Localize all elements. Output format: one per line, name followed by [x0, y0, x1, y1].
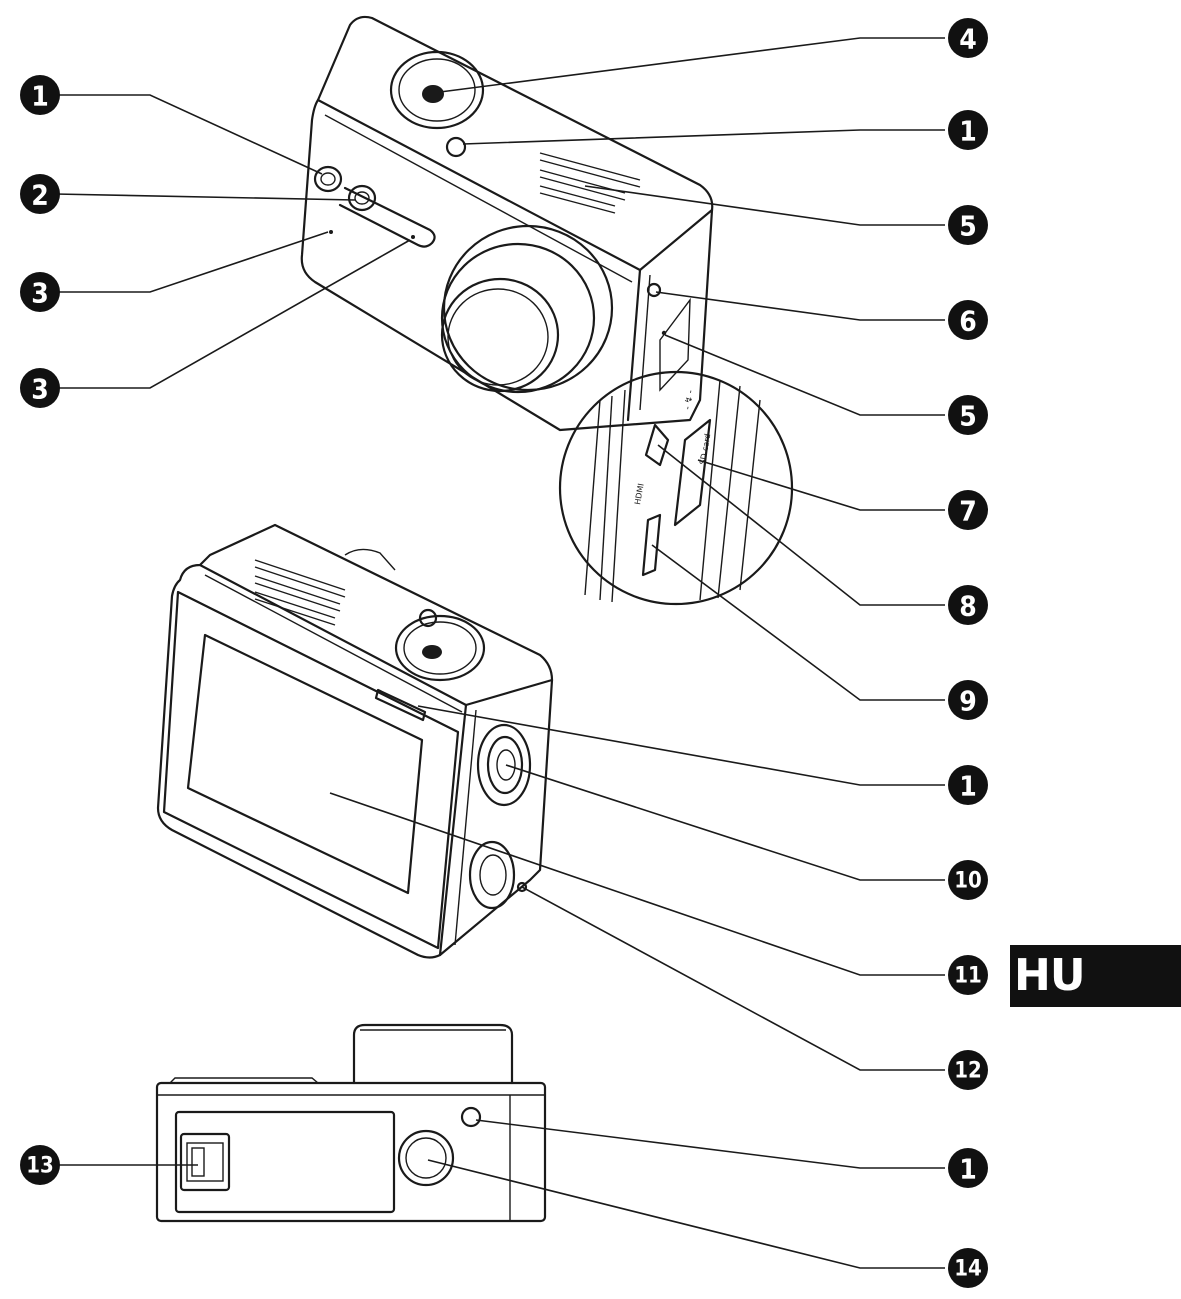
- callout-c-left-3a: 3: [20, 272, 60, 312]
- callout-c-left-13: 13: [20, 1145, 60, 1185]
- language-tab: HU: [1010, 945, 1181, 1007]
- callout-badge-circle: [20, 1145, 60, 1185]
- callout-number: 4: [959, 23, 977, 56]
- callout-c-right-11: 11: [948, 955, 988, 995]
- callout-badge-circle: [948, 490, 988, 530]
- callout-badge-circle: [948, 765, 988, 805]
- callout-badge-circle: [948, 300, 988, 340]
- callout-badge-circle: [948, 18, 988, 58]
- callout-number: 1: [959, 115, 977, 148]
- callout-badge-circle: [948, 1148, 988, 1188]
- callout-c-right-10: 10: [948, 860, 988, 900]
- callout-c-right-1a: 1: [948, 110, 988, 150]
- callout-c-right-6: 6: [948, 300, 988, 340]
- callout-c-right-1c: 1: [948, 1148, 988, 1188]
- camera-rear-view: [156, 523, 554, 959]
- callout-c-right-4: 4: [948, 18, 988, 58]
- callout-badge-circle: [948, 1050, 988, 1090]
- callout-c-right-14: 14: [948, 1248, 988, 1288]
- callout-number: 5: [959, 210, 977, 243]
- callout-c-right-12: 12: [948, 1050, 988, 1090]
- callout-badge-circle: [20, 368, 60, 408]
- svg-text:HDMI: HDMI: [633, 483, 646, 506]
- callout-number: 1: [959, 1153, 977, 1186]
- callout-badge-circle: [948, 585, 988, 625]
- callout-c-right-8: 8: [948, 585, 988, 625]
- callout-number: 8: [959, 590, 977, 623]
- callout-badge-circle: [20, 174, 60, 214]
- callout-c-right-5b: 5: [948, 395, 988, 435]
- callout-number: 2: [31, 179, 49, 212]
- leader-lines: [54, 37, 945, 1269]
- callout-badge-circle: [20, 75, 60, 115]
- callout-badge-circle: [948, 680, 988, 720]
- callout-c-right-1b: 1: [948, 765, 988, 805]
- callout-badge-circle: [948, 1248, 988, 1288]
- callout-number: 5: [959, 400, 977, 433]
- callout-number: 1: [31, 80, 49, 113]
- callout-c-left-1: 1: [20, 75, 60, 115]
- callout-c-left-2: 2: [20, 174, 60, 214]
- callout-badge-circle: [948, 205, 988, 245]
- callout-number: 11: [954, 964, 982, 989]
- callout-c-right-9: 9: [948, 680, 988, 720]
- callout-number: 3: [31, 373, 49, 406]
- callout-number: 3: [31, 277, 49, 310]
- callout-number: 1: [959, 770, 977, 803]
- camera-bottom-view: [155, 1023, 547, 1223]
- callout-number: 14: [954, 1257, 982, 1282]
- camera-front-view: - ↯ - SD card HDMI: [300, 15, 794, 606]
- callout-number: 10: [954, 869, 982, 894]
- callout-badge-circle: [948, 860, 988, 900]
- callout-c-right-5a: 5: [948, 205, 988, 245]
- callout-c-right-7: 7: [948, 490, 988, 530]
- callout-number: 7: [959, 495, 977, 528]
- callout-badge-circle: [20, 272, 60, 312]
- svg-text:- ↯ -: - ↯ -: [683, 389, 696, 410]
- callout-number: 13: [26, 1154, 54, 1179]
- callout-badge-circle: [948, 955, 988, 995]
- callout-badge-circle: [948, 395, 988, 435]
- callout-number: 12: [954, 1059, 982, 1084]
- callout-number: 9: [959, 685, 977, 718]
- callout-number: 6: [959, 305, 977, 338]
- callout-badge-circle: [948, 110, 988, 150]
- callout-c-left-3b: 3: [20, 368, 60, 408]
